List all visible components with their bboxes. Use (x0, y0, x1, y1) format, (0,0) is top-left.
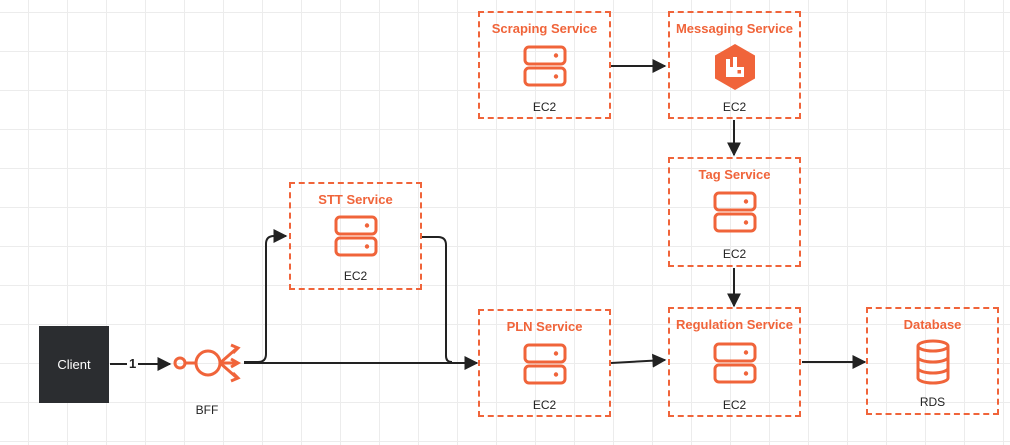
stt-service-sub: EC2 (343, 269, 368, 283)
pln-service-title: PLN Service (506, 319, 583, 334)
client-label: Client (57, 357, 91, 372)
edge-bff-stt (244, 229, 288, 363)
stt-service-node[interactable]: STT Service EC2 (289, 182, 422, 290)
pln-service-node[interactable]: PLN Service EC2 (478, 309, 611, 417)
tag-service-sub: EC2 (722, 247, 747, 261)
client-node[interactable]: Client (39, 326, 109, 403)
regulation-service-title: Regulation Service (675, 317, 794, 332)
edge-label-client-bff: 1 (127, 356, 139, 371)
scraping-service-sub: EC2 (532, 100, 557, 114)
database-node[interactable]: Database RDS (866, 307, 999, 415)
scraping-service-node[interactable]: Scraping Service EC2 (478, 11, 611, 119)
messaging-service-node[interactable]: Messaging Service EC2 (668, 11, 801, 119)
load-balancer-icon (173, 343, 242, 383)
server-icon (523, 343, 566, 385)
regulation-service-node[interactable]: Regulation Service EC2 (668, 307, 801, 417)
server-icon (523, 45, 566, 87)
edge-pln-regulation (610, 353, 667, 368)
bff-node[interactable]: BFF (172, 341, 242, 421)
server-icon (334, 215, 377, 257)
messaging-service-title: Messaging Service (675, 21, 794, 36)
regulation-service-sub: EC2 (722, 398, 747, 412)
stt-service-title: STT Service (318, 192, 393, 207)
messaging-service-sub: EC2 (722, 100, 747, 114)
tag-service-node[interactable]: Tag Service EC2 (668, 157, 801, 267)
server-icon (713, 342, 756, 384)
pln-service-sub: EC2 (532, 398, 557, 412)
tag-service-title: Tag Service (698, 167, 771, 182)
database-icon (916, 339, 949, 385)
database-sub: RDS (919, 395, 946, 409)
scraping-service-title: Scraping Service (491, 21, 598, 36)
bff-label: BFF (195, 403, 219, 417)
rabbitmq-icon (714, 44, 755, 90)
edge-stt-pln (422, 236, 453, 363)
database-title: Database (903, 317, 962, 332)
server-icon (713, 191, 756, 233)
